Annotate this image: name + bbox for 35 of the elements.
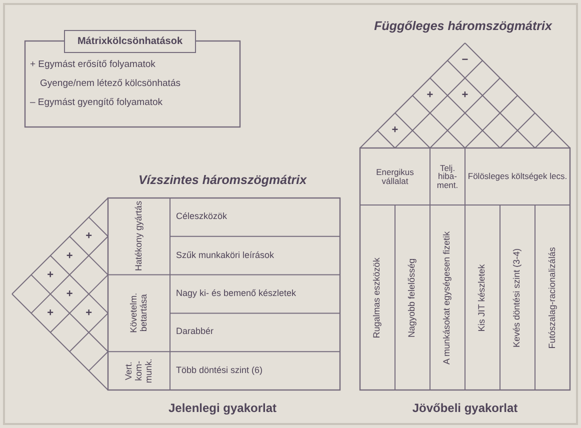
interaction-mark: + [86,230,92,242]
matrix-title: Vízszintes háromszögmátrix [138,174,307,188]
row-label: Nagy ki- és bemenő készletek [176,289,296,299]
column-group-label: Energikus vállalat [375,168,415,185]
column-group-label: Fölösleges költségek lecs. [468,172,568,181]
column-label: Nagyobb felelősség [408,258,418,338]
row-label: Több döntési szint (6) [176,366,263,376]
group-label: Hatékony gyártás [134,201,144,272]
interaction-mark: + [392,124,398,137]
column-label: A munkásokat egységesen fizetik [442,230,452,364]
column-label: Rugalmas eszközök [372,257,382,338]
interaction-mark: + [462,89,468,102]
group-label: Követelm. betartása [129,292,149,336]
legend-item: – Egymást gyengítő folyamatok [30,98,163,108]
interaction-mark: + [66,288,73,300]
column-label: Kevés döntési szint (3-4) [512,248,522,348]
legend-item: + Egymást erősítő folyamatok [30,60,156,70]
interaction-mark: + [47,307,54,320]
column-group-label: Telj. hiba-ment. [436,164,460,190]
interaction-mark: + [86,307,92,320]
row-label: Céleszközök [176,212,228,222]
legend-title: Mátrixkölcsönhatások [64,30,196,52]
interaction-mark: + [426,89,434,102]
row-label: Szűk munkaköri leírások [176,250,274,261]
group-label: Vert. kom-munk. [124,358,154,386]
row-label: Darabbér [176,327,214,338]
interaction-mark: + [66,250,73,262]
legend-item: Gyenge/nem létező kölcsönhatás [40,79,180,90]
interaction-mark: − [462,54,468,67]
interaction-mark: + [47,268,54,281]
practice-caption: Jelenlegi gyakorlat [168,402,277,416]
column-label: Futószalag-racionalizálás [548,246,558,348]
practice-caption: Jövőbeli gyakorlat [412,402,518,416]
column-label: Kis JIT készletek [478,264,488,332]
matrix-title: Függőleges háromszögmátrix [374,20,552,34]
